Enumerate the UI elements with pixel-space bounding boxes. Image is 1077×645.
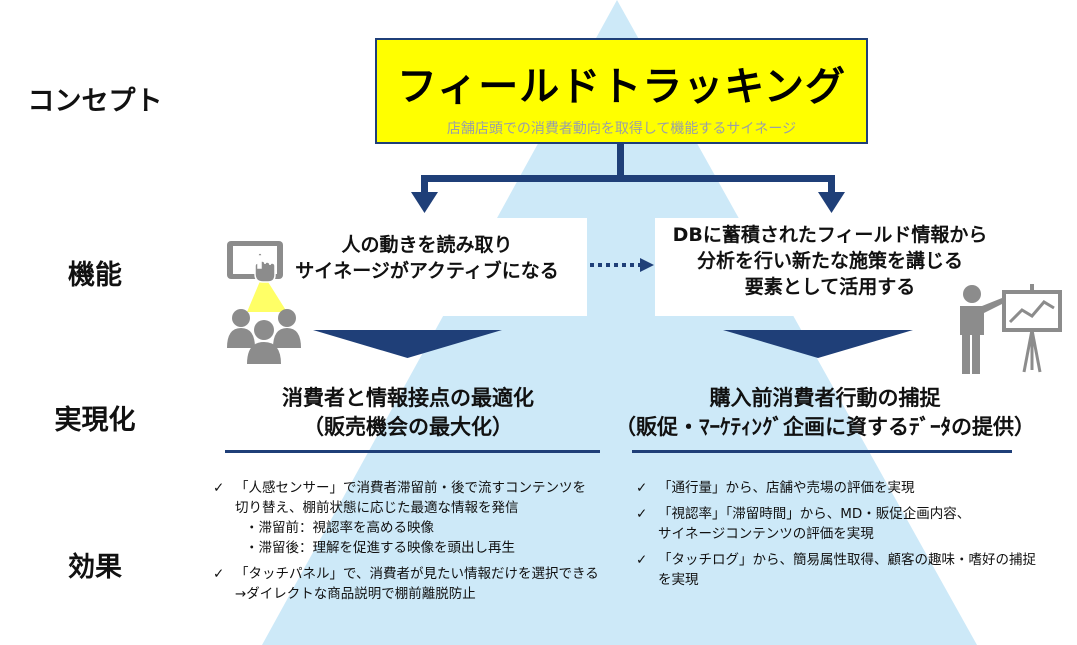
check-icon: ✓ (636, 480, 648, 496)
check-icon: ✓ (636, 506, 648, 522)
effect-subtext: ・滞留前：視認率を高める映像 (245, 520, 434, 536)
check-icon: ✓ (636, 552, 648, 568)
effect-text: サイネージコンテンツの評価を実現 (658, 526, 874, 542)
realization-left-line-2: （販売機会の最大化） (303, 415, 513, 439)
realization-right-underline (632, 450, 1012, 453)
effect-text: 「通行量」から、店舗や売場の評価を実現 (658, 480, 915, 496)
realization-right-line-2: （販促・ﾏｰｹﾃｨﾝｸﾞ企画に資するﾃﾞｰﾀの提供） (615, 415, 1035, 439)
row-label-function: 機能 (68, 260, 122, 291)
effect-subtext: ・滞留後：理解を促進する映像を頭出し再生 (245, 540, 515, 556)
function-left-line-2: サイネージがアクティブになる (295, 260, 559, 282)
realization-left-underline (225, 450, 600, 453)
effect-text: →ダイレクトな商品説明で棚前離脱防止 (235, 586, 476, 602)
concept-box: フィールドトラッキング 店舗店頭での消費者動向を取得して機能するサイネージ (375, 38, 868, 144)
function-left-box (230, 218, 587, 316)
dotted-arrow (590, 258, 654, 272)
function-left-text: 人の動きを読み取り サイネージがアクティブになる (287, 232, 567, 284)
effects-right: ✓ 「通行量」から、店舗や売場の評価を実現 ✓ 「視認率」「滞留時間」から、MD… (636, 478, 1066, 596)
function-left-line-1: 人の動きを読み取り (341, 234, 513, 256)
presenter-chart-icon (960, 284, 1062, 374)
function-right-line-1: DBに蓄積されたフィールド情報から (672, 224, 988, 246)
effect-left-item: ✓ 「人感センサー」で消費者滞留前・後で流すコンテンツを 切り替え、棚前状態に応… (213, 478, 623, 558)
realization-right-line-1: 購入前消費者行動の捕捉 (709, 386, 941, 410)
effect-left-item: ✓ 「タッチパネル」で、消費者が見たい情報だけを選択できる →ダイレクトな商品説… (213, 564, 623, 604)
effect-text: 切り替え、棚前状態に応じた最適な情報を発信 (235, 500, 519, 516)
people-group-icon (227, 309, 301, 364)
effect-right-item: ✓ 「通行量」から、店舗や売場の評価を実現 (636, 478, 1066, 498)
effect-text: 「タッチパネル」で、消費者が見たい情報だけを選択できる (235, 566, 599, 582)
effects-left: ✓ 「人感センサー」で消費者滞留前・後で流すコンテンツを 切り替え、棚前状態に応… (213, 478, 623, 610)
function-right-box (655, 218, 1005, 316)
function-right-line-2: 分析を行い新たな施策を講じる (696, 250, 963, 272)
effect-text: 「人感センサー」で消費者滞留前・後で流すコンテンツを (235, 480, 586, 496)
row-label-effect: 効果 (68, 552, 122, 583)
concept-subtitle: 店舗店頭での消費者動向を取得して機能するサイネージ (446, 121, 797, 137)
effect-right-item: ✓ 「視認率」「滞留時間」から、MD・販促企画内容、 サイネージコンテンツの評価… (636, 504, 1066, 544)
realization-left-heading: 消費者と情報接点の最適化 （販売機会の最大化） (218, 384, 598, 442)
tablet-touch-icon (227, 241, 287, 312)
effect-right-item: ✓ 「タッチログ」から、簡易属性取得、顧客の趣味・嗜好の捕捉 を実現 (636, 550, 1066, 590)
function-right-line-3: 要素として活用する (744, 276, 916, 298)
check-icon: ✓ (213, 566, 225, 582)
realization-left-line-1: 消費者と情報接点の最適化 (282, 386, 534, 410)
row-label-concept: コンセプト (27, 86, 163, 117)
row-label-realization: 実現化 (54, 405, 136, 436)
effect-text: を実現 (658, 572, 699, 588)
check-icon: ✓ (213, 480, 225, 496)
effect-text: 「タッチログ」から、簡易属性取得、顧客の趣味・嗜好の捕捉 (658, 552, 1036, 568)
effect-text: 「視認率」「滞留時間」から、MD・販促企画内容、 (658, 506, 971, 522)
realization-right-heading: 購入前消費者行動の捕捉 （販促・ﾏｰｹﾃｨﾝｸﾞ企画に資するﾃﾞｰﾀの提供） (610, 384, 1040, 442)
function-right-text: DBに蓄積されたフィールド情報から 分析を行い新たな施策を講じる 要素として活用… (660, 222, 1000, 300)
concept-title: フィールドトラッキング (397, 64, 846, 110)
